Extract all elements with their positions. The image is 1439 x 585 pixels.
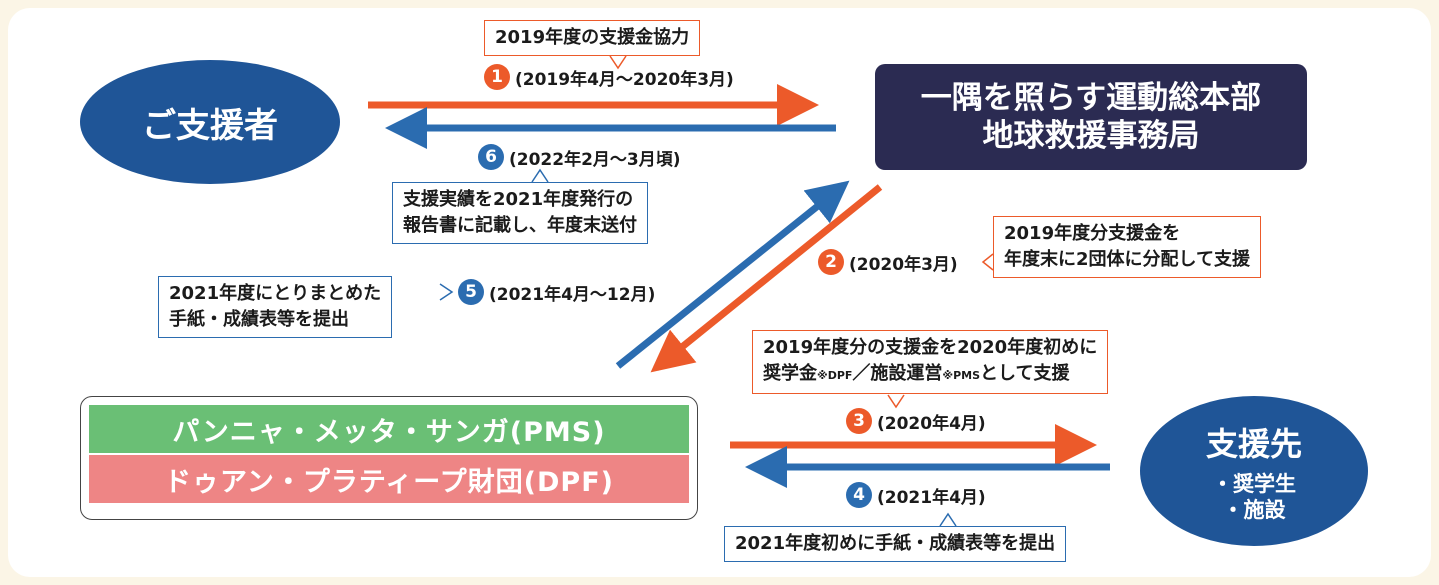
step-5-number: 5 <box>458 279 484 305</box>
callout-2: 2019年度分支援金を 年度末に2団体に分配して支援 <box>993 216 1261 278</box>
step-1-number: 1 <box>484 64 510 90</box>
beneficiary-label: 支援先 <box>1205 425 1302 463</box>
callout-6-line1: 支援実績を2021年度発行の <box>403 189 634 210</box>
callout-4-text: 2021年度初めに手紙・成績表等を提出 <box>735 533 1056 554</box>
callout-5-pointer <box>439 283 454 301</box>
dpf-label: ドゥアン・プラティープ財団(DPF) <box>163 466 614 498</box>
step-3-date: (2020年4月) <box>877 413 986 434</box>
callout-3-line2: 奨学金※DPF／施設運営※PMSとして支援 <box>763 361 1097 389</box>
callout-1-pointer <box>609 55 627 70</box>
callout-5: 2021年度にとりまとめた 手紙・成績表等を提出 <box>158 276 393 338</box>
callout-5-line2: 手紙・成績表等を提出 <box>169 309 349 330</box>
callout-1: 2019年度の支援金協力 <box>484 20 701 56</box>
step-6: 6 (2022年2月〜3月頃) <box>478 144 681 170</box>
callout-6-line2: 報告書に記載し、年度末送付 <box>403 215 637 236</box>
hq-label-line2: 地球救援事務局 <box>982 118 1200 154</box>
step-3-number: 3 <box>846 408 872 434</box>
organizations-node: パンニャ・メッタ・サンガ(PMS) ドゥアン・プラティープ財団(DPF) <box>80 396 698 520</box>
pms-label: パンニャ・メッタ・サンガ(PMS) <box>172 416 606 448</box>
pms-bar: パンニャ・メッタ・サンガ(PMS) <box>89 405 689 453</box>
callout-1-text: 2019年度の支援金協力 <box>495 27 690 48</box>
callout-6: 支援実績を2021年度発行の 報告書に記載し、年度末送付 <box>392 182 648 244</box>
callout-3-support: として支援 <box>980 363 1070 384</box>
step-4-number: 4 <box>846 482 872 508</box>
callout-3-note-dpf: ※DPF <box>817 369 853 382</box>
callout-6-pointer <box>531 168 549 183</box>
callout-2-pointer <box>981 253 994 271</box>
step-5: 5 (2021年4月〜12月) <box>458 279 655 305</box>
callout-3-line1: 2019年度分の支援金を2020年度初めに <box>763 337 1098 358</box>
step-4-date: (2021年4月) <box>877 487 986 508</box>
beneficiary-item-scholars: ・奨学生 <box>1212 472 1296 496</box>
step-3: 3 (2020年4月) <box>846 408 986 434</box>
callout-3-facility: ／施設運営 <box>852 363 943 384</box>
step-4: 4 (2021年4月) <box>846 482 986 508</box>
beneficiary-node: 支援先 ・奨学生 ・施設 <box>1140 396 1368 546</box>
step-2-number: 2 <box>818 249 844 275</box>
step-2: 2 (2020年3月) <box>818 249 958 275</box>
supporter-label: ご支援者 <box>142 105 278 146</box>
callout-4: 2021年度初めに手紙・成績表等を提出 <box>724 526 1067 562</box>
beneficiary-item-facilities: ・施設 <box>1222 498 1286 522</box>
arrow-2-orange <box>650 184 883 373</box>
callout-4-pointer <box>939 512 957 527</box>
callout-2-line1: 2019年度分支援金を <box>1004 223 1181 244</box>
step-1-date: (2019年4月〜2020年3月) <box>515 69 734 90</box>
step-6-date: (2022年2月〜3月頃) <box>509 149 681 170</box>
hq-node: 一隅を照らす運動総本部 地球救援事務局 <box>875 64 1307 170</box>
callout-3-note-pms: ※PMS <box>942 369 981 382</box>
callout-3: 2019年度分の支援金を2020年度初めに 奨学金※DPF／施設運営※PMSとし… <box>752 330 1109 394</box>
callout-3-scholarship: 奨学金 <box>763 363 817 384</box>
step-6-number: 6 <box>478 144 504 170</box>
supporter-node: ご支援者 <box>80 60 340 184</box>
step-5-date: (2021年4月〜12月) <box>489 284 656 305</box>
step-1: 1 (2019年4月〜2020年3月) <box>484 64 734 90</box>
callout-2-line2: 年度末に2団体に分配して支援 <box>1004 249 1250 270</box>
step-2-date: (2020年3月) <box>849 254 958 275</box>
callout-3-pointer <box>887 394 905 409</box>
dpf-bar: ドゥアン・プラティープ財団(DPF) <box>89 455 689 503</box>
hq-label-line1: 一隅を照らす運動総本部 <box>920 80 1262 116</box>
callout-5-line1: 2021年度にとりまとめた <box>169 283 382 304</box>
